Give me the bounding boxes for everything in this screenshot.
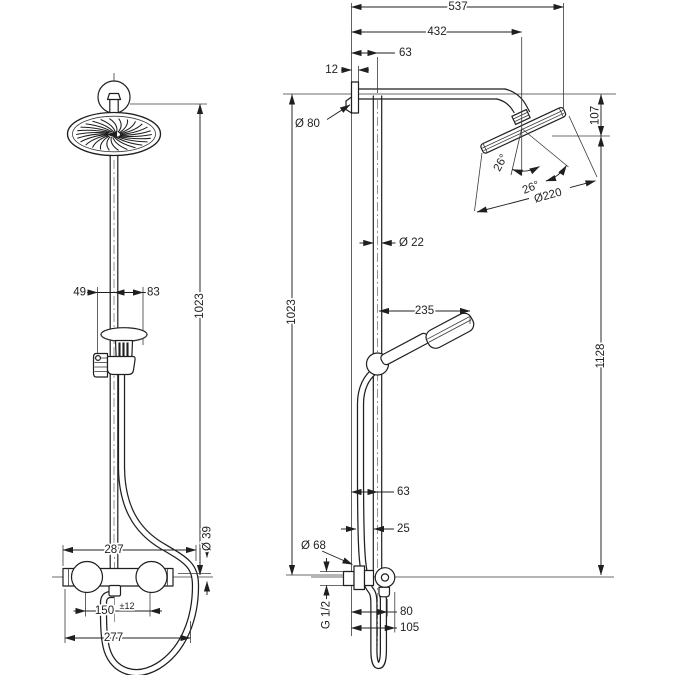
- dim-o22-label: Ø 22: [399, 237, 424, 249]
- dim-side-1023-label: 1023: [286, 299, 298, 325]
- dim-side-right-heights: 107 1128: [552, 94, 610, 576]
- front-overhead-shower: [66, 111, 162, 157]
- dim-83-label: 83: [147, 287, 160, 299]
- side-wall-plate: [345, 81, 360, 114]
- dim-150-label: 150: [95, 605, 114, 617]
- dim-front-hose-diameter: Ø 39: [200, 524, 215, 595]
- dim-287-label: 287: [104, 544, 123, 556]
- dim-side-lower: 63 25 Ø 68 G 1/2 80 105: [299, 484, 421, 636]
- spray-plate-pattern: [76, 118, 152, 151]
- dim-wall-plate-diameter: Ø 80: [293, 104, 351, 132]
- dim-277-label: 277: [104, 632, 123, 644]
- side-overhead-shower: [480, 106, 567, 154]
- dim-49-label: 49: [73, 287, 86, 299]
- valve-outlet-knob: [108, 584, 122, 597]
- side-shower-hose: [356, 367, 388, 670]
- dim-107-label: 107: [590, 106, 602, 125]
- dim-537-label: 537: [448, 1, 467, 13]
- dim-tilt-upper-label: 26°: [492, 153, 511, 174]
- dim-side-pipe-height: 1023: [284, 94, 352, 576]
- front-view: 49 83: [52, 73, 215, 677]
- dim-front-valve-overall: 287: [62, 542, 197, 566]
- dim-63-lower-label: 63: [397, 486, 410, 498]
- dim-12-label: 12: [325, 64, 338, 76]
- dim-tolerance-label: ±12: [120, 601, 135, 611]
- valve-wall-nipple: [342, 570, 355, 587]
- dim-front-1023-label: 1023: [194, 293, 206, 319]
- dim-432-label: 432: [427, 26, 446, 38]
- dim-front-height: 1023: [130, 103, 211, 576]
- dim-1128-label: 1128: [595, 344, 607, 369]
- side-view: 26° 26° Ø220 537 432 63 12: [283, 0, 616, 670]
- dim-o39-label: Ø 39: [202, 526, 214, 551]
- front-hand-shower: [92, 327, 148, 378]
- valve-handle-right: [135, 560, 168, 594]
- dim-front-valve-lower: 277: [64, 589, 191, 646]
- valve-side-knob: [374, 567, 396, 588]
- valve-handle-left: [70, 560, 104, 594]
- dim-handshower-reach: 235: [378, 303, 471, 324]
- front-shower-hose: [99, 374, 200, 677]
- dim-25-label: 25: [397, 523, 410, 535]
- side-thermostat-valve: [342, 565, 396, 598]
- dim-235-label: 235: [415, 305, 434, 317]
- side-hand-shower: [365, 312, 475, 376]
- dim-63-arm-label: 63: [399, 47, 412, 59]
- front-ball-joint: [97, 73, 131, 114]
- dim-o68-label: Ø 68: [301, 540, 326, 552]
- dim-pipe-diameter: Ø 22: [359, 235, 426, 251]
- dim-80-label: 80: [400, 606, 413, 618]
- dim-side-top: 537 432 63 12: [323, 0, 564, 108]
- valve-escutcheon: [353, 565, 366, 591]
- front-thermostat-valve: [62, 560, 174, 597]
- dim-front-connection-centers: 150 ±12: [73, 593, 162, 619]
- spray-center-arrow-icon: [106, 131, 117, 138]
- dim-thread-label: G 1/2: [321, 601, 333, 629]
- dim-o80-label: Ø 80: [295, 118, 320, 130]
- dim-105-label: 105: [400, 622, 419, 634]
